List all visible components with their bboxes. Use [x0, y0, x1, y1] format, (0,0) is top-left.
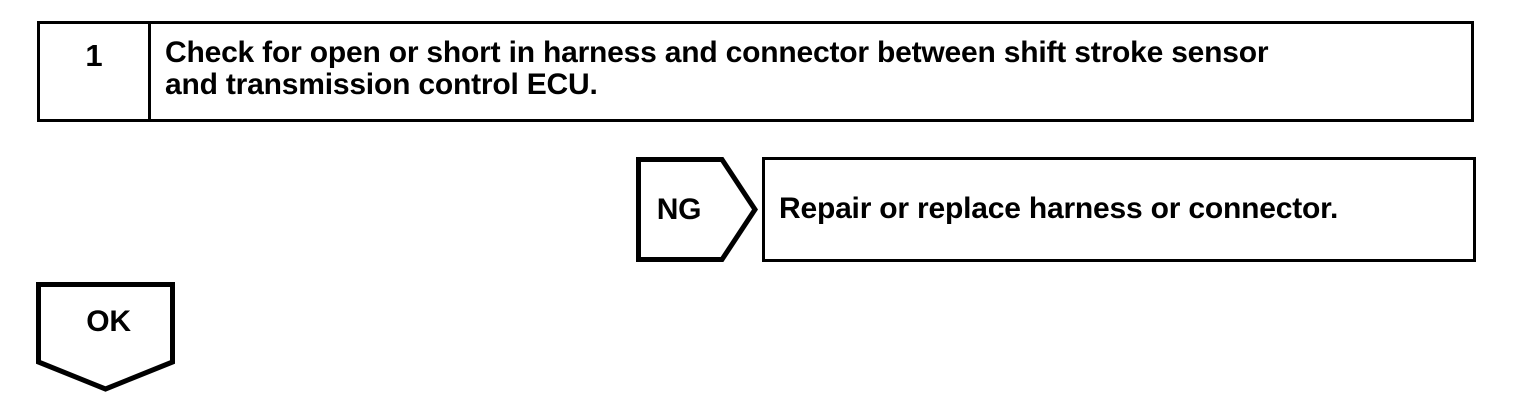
ok-branch-pentagon	[36, 282, 175, 392]
step-row-1: 1 Check for open or short in harness and…	[37, 21, 1474, 122]
step-number: 1	[85, 38, 103, 73]
ok-pentagon-shape	[36, 282, 175, 392]
step-instruction-text: Check for open or short in harness and c…	[165, 36, 1269, 102]
ng-result-text: Repair or replace harness or connector.	[779, 192, 1339, 226]
ng-result-box: Repair or replace harness or connector.	[762, 157, 1476, 262]
ng-branch-pentagon	[636, 157, 758, 262]
step-number-cell: 1	[40, 24, 151, 119]
step-instruction-cell: Check for open or short in harness and c…	[151, 24, 1471, 119]
ng-branch-label: NG	[656, 192, 702, 226]
ng-pentagon-shape	[636, 157, 758, 262]
ok-branch-label: OK	[86, 305, 131, 338]
